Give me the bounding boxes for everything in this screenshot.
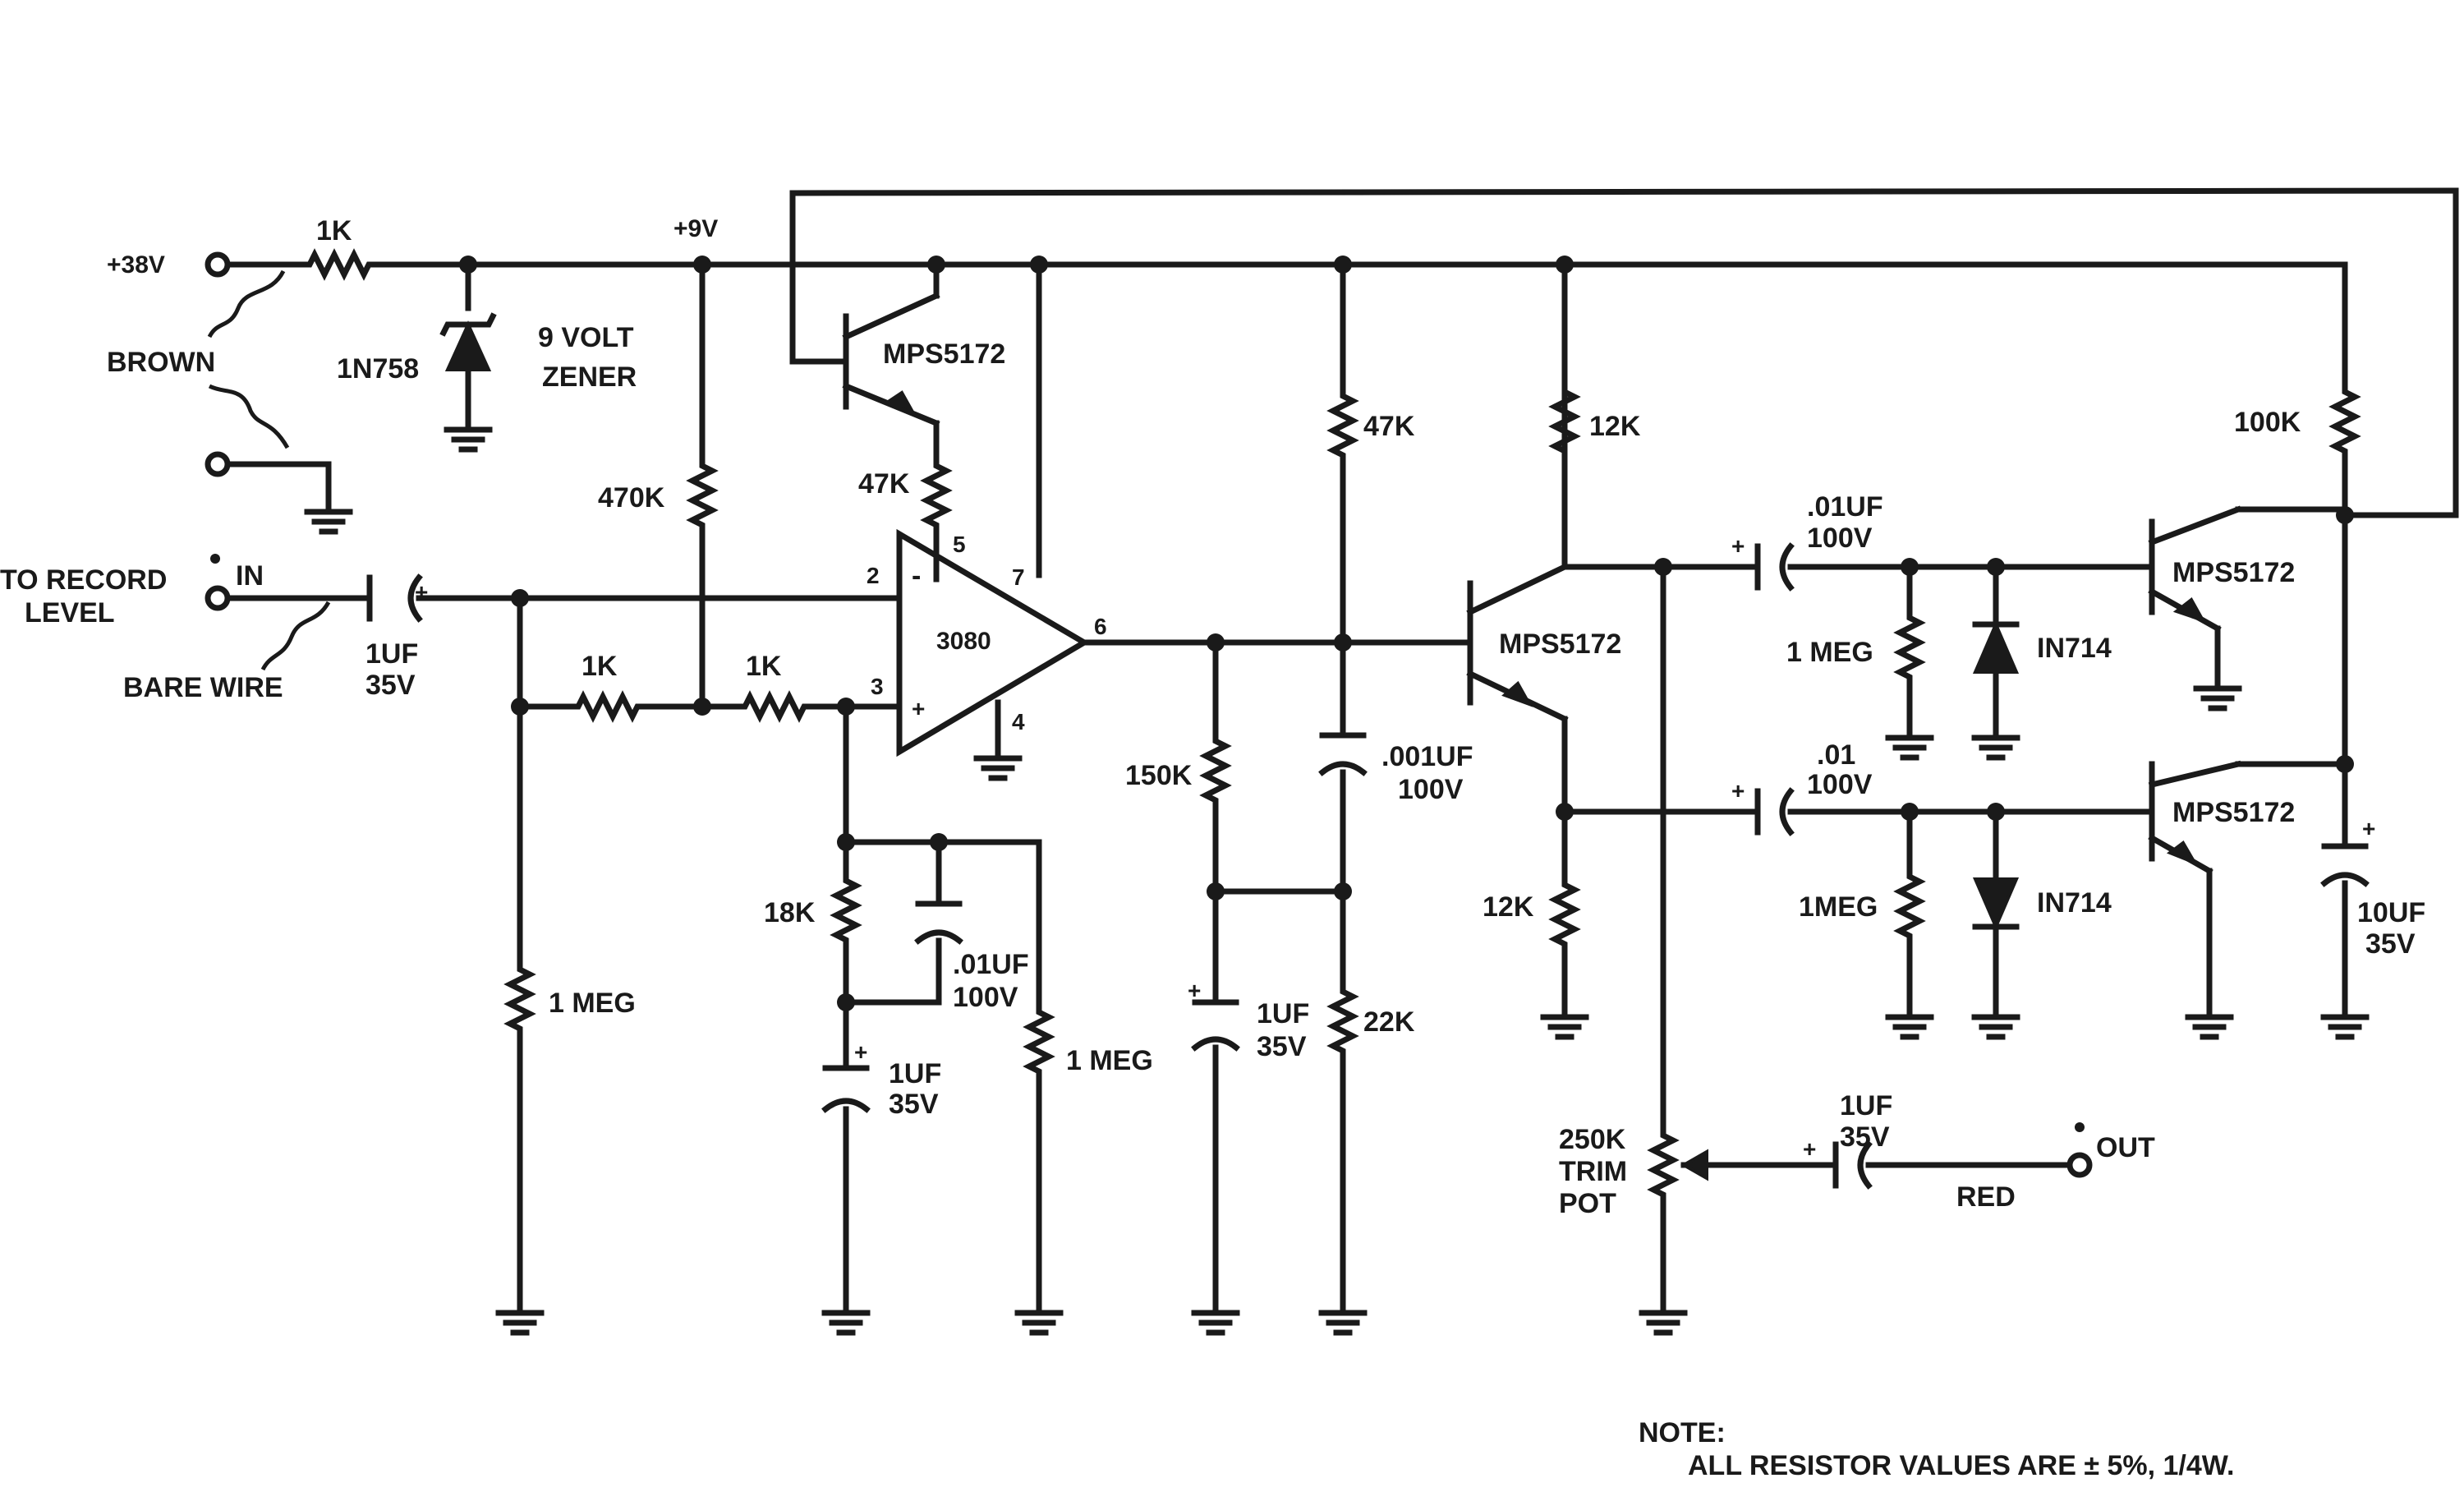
label-pin2: 2: [867, 563, 880, 588]
label-r-12k-top: 12K: [1589, 411, 1641, 442]
label-r-1meg-bottom: 1MEG: [1799, 891, 1878, 923]
label-c-top-value: .01UF: [1807, 491, 1883, 523]
label-cin-value: 1UF: [365, 638, 418, 670]
label-cin-voltage: 35V: [365, 670, 416, 701]
capacitors: [366, 542, 2370, 1190]
label-pin3: 3: [871, 674, 884, 699]
label-c-10uf-voltage: 35V: [2365, 928, 2416, 960]
terminal-in: [205, 585, 231, 611]
label-c-bottom-value: .01: [1817, 739, 1855, 771]
label-c-out-value: 1UF: [1840, 1090, 1892, 1121]
label-brown: BROWN: [107, 347, 215, 378]
label-c-1uf2-value: 1UF: [1257, 998, 1309, 1029]
label-c-1uf2-voltage: 35V: [1257, 1031, 1307, 1062]
label-c-out-voltage: 35V: [1840, 1121, 1890, 1153]
label-cin-plus: +: [415, 579, 428, 605]
label-c-out-plus: +: [1803, 1136, 1816, 1162]
terminals: [205, 251, 2093, 1178]
label-v9: +9V: [673, 215, 718, 242]
label-q1: MPS5172: [883, 338, 1005, 370]
label-pin6: 6: [1094, 614, 1107, 639]
q3-emitter-arrow: [2172, 596, 2207, 624]
label-q2: MPS5172: [1499, 629, 1621, 660]
label-r-47k: 47K: [1363, 411, 1415, 442]
label-pot-1: 250K: [1559, 1124, 1626, 1155]
label-bare-wire: BARE WIRE: [123, 672, 283, 703]
label-c-bottom-voltage: 100V: [1807, 769, 1873, 800]
label-r-1meg-input: 1 MEG: [549, 988, 636, 1019]
junctions: [459, 256, 2354, 1011]
label-zener-desc-2: ZENER: [542, 361, 637, 393]
label-r-1meg-mid: 1 MEG: [1066, 1045, 1153, 1076]
diodes: [439, 312, 2020, 932]
label-c-001uf-value: .001UF: [1381, 741, 1473, 772]
label-r-150k: 150K: [1125, 760, 1193, 791]
label-opamp: 3080: [936, 628, 991, 655]
label-out: OUT: [2096, 1132, 2155, 1163]
label-c-1uf2-plus: +: [1188, 978, 1201, 1003]
label-c-1uf-value: 1UF: [889, 1058, 941, 1089]
label-v38: +38V: [107, 251, 165, 279]
label-r-18k: 18K: [764, 897, 816, 928]
label-r-100k: 100K: [2234, 407, 2301, 438]
note-title: NOTE:: [1639, 1417, 1726, 1448]
label-red: RED: [1956, 1181, 2016, 1213]
label-pin5: 5: [953, 532, 966, 557]
label-c-top-plus: +: [1731, 533, 1745, 559]
label-r-12k-bottom: 12K: [1483, 891, 1534, 923]
label-in: IN: [236, 560, 264, 592]
label-c-001uf-voltage: 100V: [1398, 774, 1464, 805]
note-text: ALL RESISTOR VALUES ARE ± 5%, 1/4W.: [1688, 1450, 2234, 1481]
label-opamp-plus: +: [912, 696, 925, 721]
label-opamp-minus: -: [912, 560, 921, 592]
label-c-10uf-value: 10UF: [2357, 897, 2425, 928]
grounds: [307, 415, 2366, 1333]
terminal-gnd-brown: [205, 451, 231, 477]
q2-emitter-arrow: [1501, 680, 1533, 707]
q1-emitter-arrow: [883, 390, 917, 417]
label-zener-part: 1N758: [337, 353, 419, 385]
label-diode-top: IN714: [2037, 633, 2112, 664]
label-c-01uf-value: .01UF: [953, 949, 1029, 980]
terminal-v38: [205, 251, 231, 278]
label-c-1uf-plus: +: [854, 1039, 867, 1065]
label-r-1k-input: 1K: [316, 215, 352, 246]
label-r-1meg-top: 1 MEG: [1786, 637, 1873, 668]
label-c-01uf-voltage: 100V: [953, 982, 1018, 1013]
label-to-record-2: LEVEL: [25, 597, 115, 629]
label-c-bottom-plus: +: [1731, 778, 1745, 804]
label-zener-desc-1: 9 VOLT: [538, 322, 634, 353]
label-diode-bottom: IN714: [2037, 887, 2112, 919]
label-pin7: 7: [1012, 564, 1025, 590]
label-r-47k-q1: 47K: [858, 468, 910, 500]
label-r-1k-bias-b: 1K: [746, 651, 782, 682]
label-q4: MPS5172: [2172, 797, 2295, 828]
opamp-3080: [896, 528, 1090, 758]
label-q3: MPS5172: [2172, 557, 2295, 588]
label-r-22k: 22K: [1363, 1006, 1415, 1038]
transistor-arrows: [883, 390, 2207, 1181]
label-pot-2: TRIM: [1559, 1156, 1627, 1187]
labels: +38V 1K BROWN 1N758 9 VOLT ZENER +9V 470…: [0, 215, 2425, 1481]
label-r-470k: 470K: [598, 482, 665, 513]
label-pot-3: POT: [1559, 1188, 1616, 1219]
terminal-out: [2066, 1152, 2093, 1178]
label-pin4: 4: [1012, 709, 1025, 734]
label-r-1k-bias-a: 1K: [582, 651, 618, 682]
label-c-1uf-voltage: 35V: [889, 1089, 939, 1120]
trim-pot-wiper-arrow: [1680, 1149, 1708, 1181]
label-c-10uf-plus: +: [2362, 816, 2375, 841]
label-c-top-voltage: 100V: [1807, 523, 1873, 554]
label-to-record-1: TO RECORD: [0, 564, 167, 596]
q4-emitter-arrow: [2166, 840, 2199, 867]
resistors: [300, 255, 2355, 1204]
